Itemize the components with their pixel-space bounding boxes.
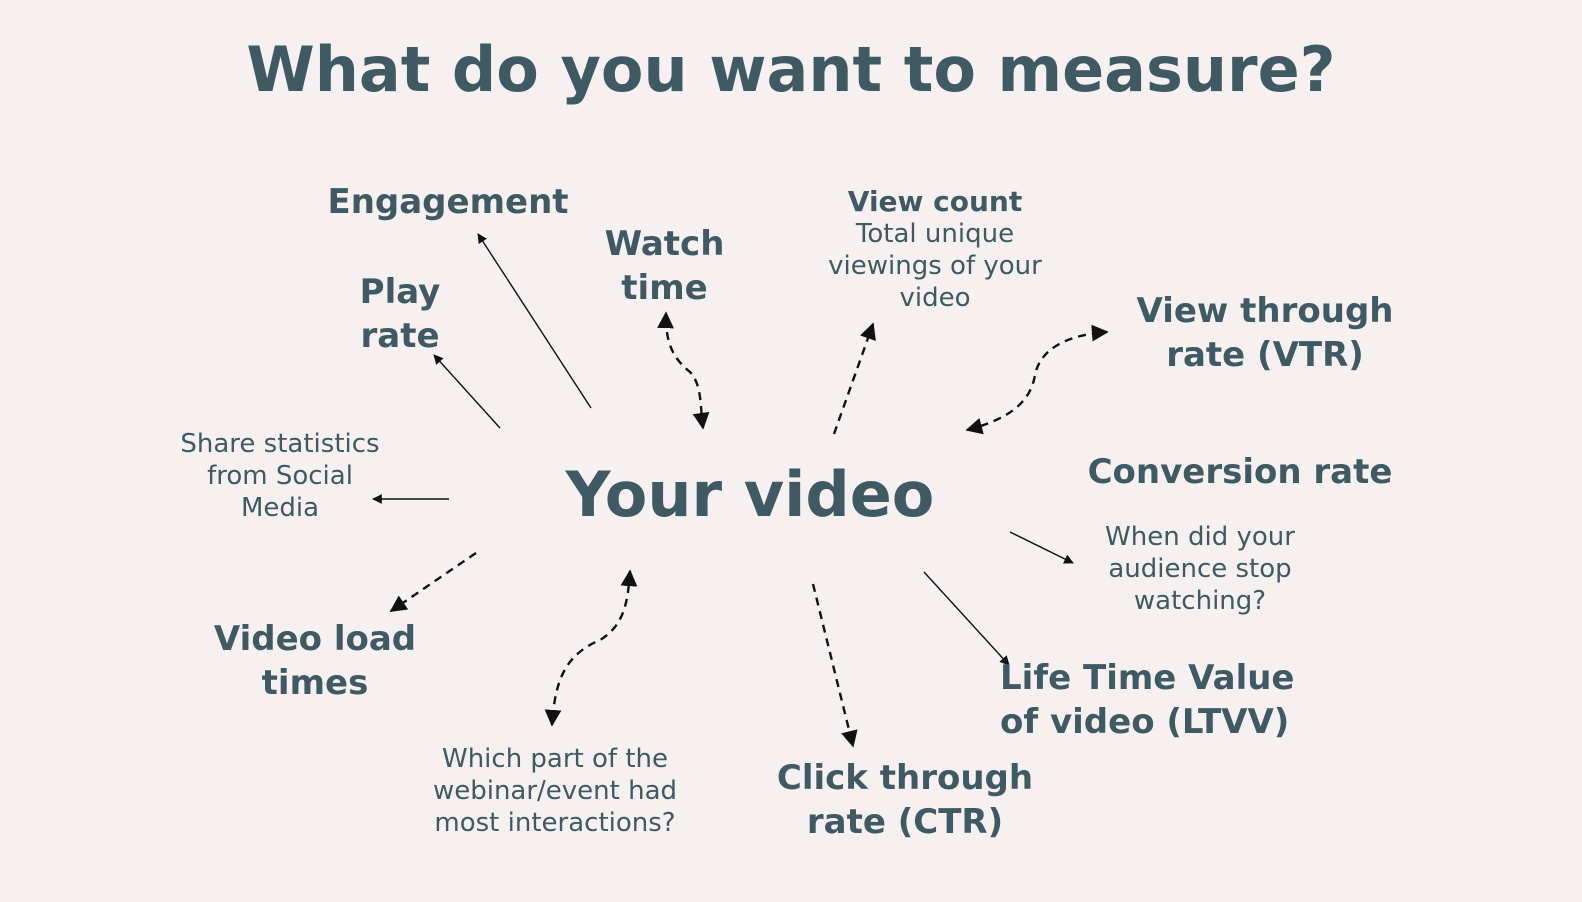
label-stop-watching: When did your audience stop watching? — [1105, 522, 1295, 616]
label-ltvv: Life Time Value of video (LTVV) — [1000, 658, 1295, 742]
arrow-ctr — [811, 583, 858, 748]
arrow-ltvv — [923, 571, 1010, 666]
arrow-stop-watching — [1009, 531, 1074, 564]
page-title: What do you want to measure? — [246, 33, 1336, 106]
label-view-count: View count Total unique viewings of your… — [828, 185, 1042, 314]
arrow-view-count — [832, 322, 876, 435]
arrow-interactions — [544, 569, 638, 727]
label-engagement: Engagement — [327, 182, 569, 222]
label-load-times: Video load times — [213, 619, 417, 703]
arrow-vtr — [965, 324, 1109, 435]
label-play-rate: Play rate — [359, 272, 441, 356]
label-ctr: Click through rate (CTR) — [776, 758, 1034, 842]
arrow-load-times — [389, 552, 477, 612]
label-watch-time: Watch time — [604, 224, 725, 308]
arrow-play-rate — [433, 354, 501, 429]
label-conversion-rate: Conversion rate — [1087, 452, 1393, 492]
arrow-engagement — [477, 233, 592, 409]
label-interactions: Which part of the webinar/event had most… — [432, 744, 678, 838]
label-vtr: View through rate (VTR) — [1136, 291, 1394, 375]
center-label: Your video — [565, 458, 935, 531]
label-share-statistics: Share statistics from Social Media — [180, 429, 380, 523]
arrow-watch-time — [657, 311, 710, 430]
